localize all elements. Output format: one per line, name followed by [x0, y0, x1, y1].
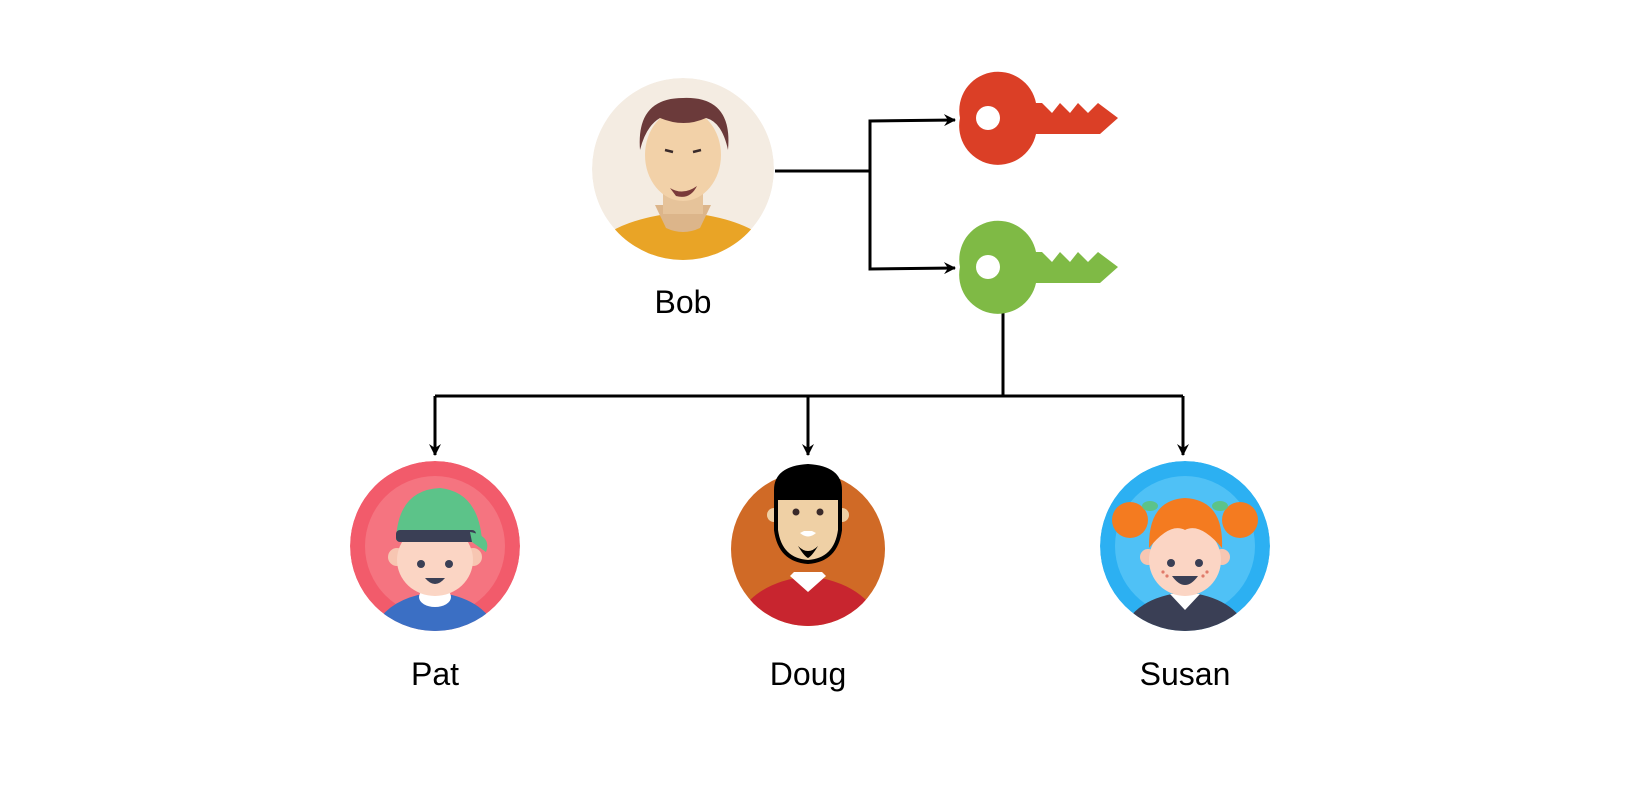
- green-key-icon: [959, 220, 1118, 314]
- red-key-icon: [959, 71, 1118, 165]
- connectors: [429, 114, 1189, 456]
- bob-to-red-key-arrow: [775, 114, 956, 173]
- recipient-name-label-pat: Pat: [411, 656, 459, 692]
- girl-with-pigtails-avatar-icon: [1100, 461, 1270, 631]
- recipient-name-label-doug: Doug: [770, 656, 847, 692]
- bob-to-green-key-arrow: [868, 171, 956, 275]
- man-avatar-icon: [592, 78, 774, 260]
- boy-with-cap-avatar-icon: [350, 461, 520, 631]
- owner-name-label: Bob: [655, 284, 712, 320]
- bearded-man-avatar-icon: [731, 463, 885, 626]
- recipient-name-label-susan: Susan: [1140, 656, 1231, 692]
